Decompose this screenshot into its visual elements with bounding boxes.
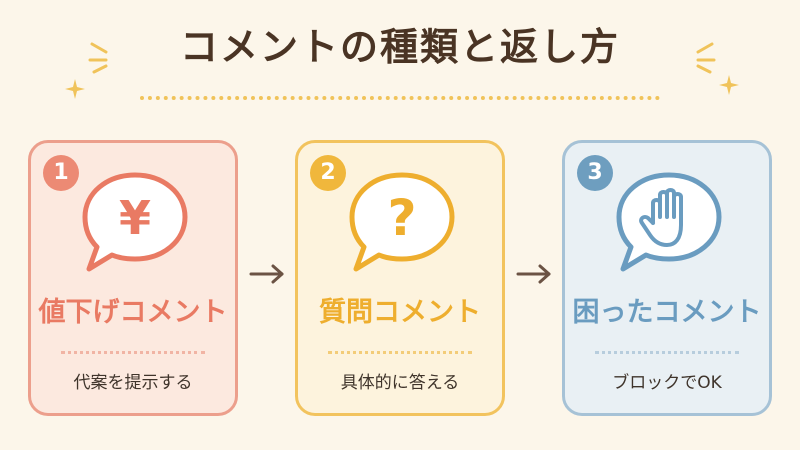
arrow-right-icon	[516, 264, 551, 284]
card-description: 代案を提示する	[73, 373, 193, 393]
card-price-reduction: 1 ¥ 値下げコメント 代案を提示する	[28, 140, 238, 416]
card-troublesome: 3 困ったコメント ブロックでOK	[562, 140, 772, 416]
card-divider-dots	[61, 351, 205, 354]
card-description: ブロックでOK	[612, 373, 722, 393]
yen-icon: ¥	[119, 191, 151, 245]
card-number-badge: 1	[43, 155, 79, 191]
card-question: 2 ? 質問コメント 具体的に答える	[295, 140, 505, 416]
sparkle-lines-left-icon	[88, 42, 108, 74]
card-label: 質問コメント	[319, 297, 481, 328]
card-description: 具体的に答える	[340, 373, 460, 393]
card-divider-dots	[328, 351, 472, 354]
arrow-right-icon	[249, 264, 284, 284]
speech-bubble-icon: ?	[349, 172, 455, 272]
card-number-badge: 2	[310, 155, 346, 191]
sparkle-star-left-icon	[65, 79, 85, 99]
card-label: 値下げコメント	[38, 297, 228, 328]
card-number-badge: 3	[577, 155, 613, 191]
card-label: 困ったコメント	[572, 297, 762, 328]
sparkle-lines-right-icon	[696, 42, 716, 74]
speech-bubble-icon	[616, 172, 722, 272]
question-icon: ?	[387, 189, 416, 247]
page-title: コメントの種類と返し方	[179, 25, 620, 69]
hand-stop-icon	[639, 188, 683, 247]
sparkle-star-right-icon	[719, 75, 739, 95]
speech-bubble-icon: ¥	[82, 172, 188, 272]
card-divider-dots	[595, 351, 739, 354]
title-underline-dots	[140, 96, 660, 100]
